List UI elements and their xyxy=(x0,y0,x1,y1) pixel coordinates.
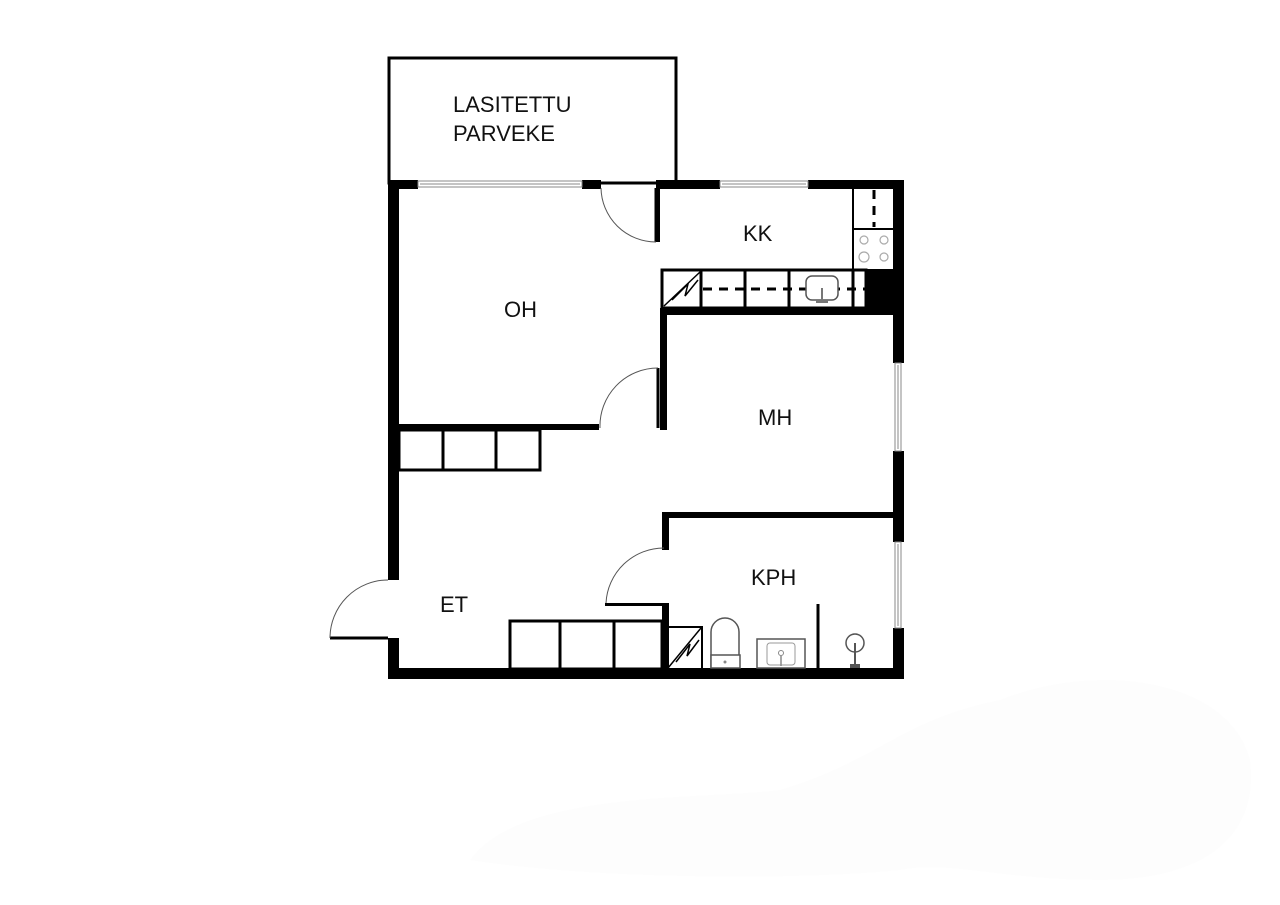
room-labels: KK OH MH ET KPH xyxy=(440,221,796,617)
room-label-hallway: ET xyxy=(440,592,468,617)
kitchen-counter xyxy=(660,268,868,310)
window-bathroom xyxy=(894,541,902,629)
window-bedroom xyxy=(894,362,902,452)
doors xyxy=(329,187,665,640)
windows xyxy=(417,180,902,629)
bathroom-fixtures xyxy=(666,604,865,670)
background-smudge xyxy=(470,680,1252,880)
interior-walls xyxy=(399,180,900,675)
window-kitchen xyxy=(719,180,809,188)
bathroom-electrical-panel-icon xyxy=(666,626,703,670)
room-label-bedroom: MH xyxy=(758,405,792,430)
shower-head-icon xyxy=(845,633,865,668)
room-label-living-room: OH xyxy=(504,297,537,322)
door-living-room xyxy=(599,367,660,429)
room-label-balcony-line1: LASITETTU xyxy=(453,92,572,117)
balcony: LASITETTU PARVEKE xyxy=(387,56,678,185)
electrical-panel-icon xyxy=(663,271,701,307)
hallway-closets-top xyxy=(397,428,542,472)
door-balcony xyxy=(600,187,658,243)
exterior-walls xyxy=(388,180,904,679)
room-label-bathroom: KPH xyxy=(751,565,796,590)
toilet-icon xyxy=(710,617,741,669)
hallway-closets-bottom xyxy=(508,619,664,671)
door-entrance xyxy=(329,579,389,640)
stove-icon xyxy=(858,235,889,263)
kitchen-fridge-stove xyxy=(852,187,895,271)
window-balcony xyxy=(417,180,583,188)
room-label-balcony-line2: PARVEKE xyxy=(453,121,555,146)
door-bathroom xyxy=(605,547,665,604)
kitchen-sink-icon xyxy=(805,275,839,303)
bathroom-sink-icon xyxy=(756,638,806,669)
room-label-kitchen: KK xyxy=(743,221,773,246)
